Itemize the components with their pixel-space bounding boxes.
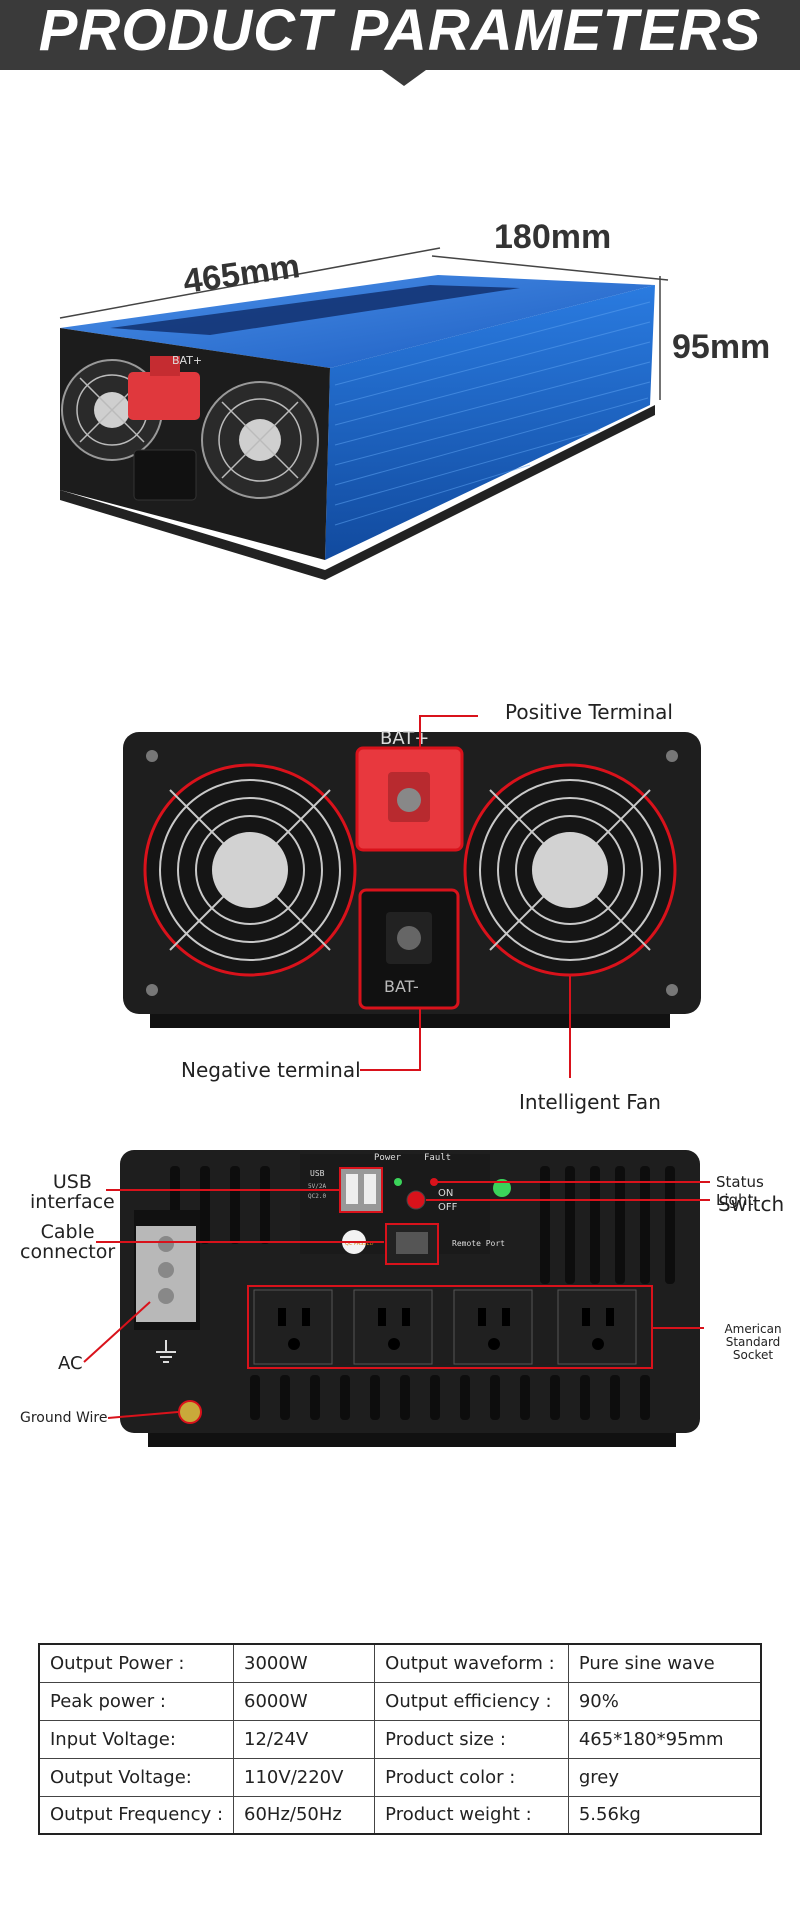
rear-panel-section: Power Fault USB 5V/2A QC2.0 ON OFF QC PA… xyxy=(0,1140,800,1470)
qc-badge-label: QC PASSED xyxy=(345,1241,374,1247)
spec-value: 110V/220V xyxy=(233,1757,376,1797)
spec-value: 465*180*95mm xyxy=(567,1719,762,1759)
front-panel-section: BAT+ BAT- Positive Terminal Negative ter… xyxy=(0,680,800,1130)
cable-connector-callout: Cable connector xyxy=(20,1221,116,1263)
status-light-callout: Status Light xyxy=(716,1173,764,1209)
positive-terminal-callout: Positive Terminal xyxy=(505,700,673,724)
spec-label: Output waveform : xyxy=(374,1643,569,1683)
switch-callout: Switch xyxy=(718,1192,785,1216)
height-dimension-label: 95mm xyxy=(672,328,771,366)
ac-callout: AC xyxy=(58,1353,83,1374)
header-banner: PRODUCT PARAMETERS xyxy=(0,0,800,70)
panel-qc-label: QC2.0 xyxy=(308,1193,326,1200)
bat-minus-label: BAT- xyxy=(384,977,419,996)
spec-value: 90% xyxy=(567,1681,762,1721)
ground-wire-callout: Ground Wire xyxy=(20,1410,108,1426)
panel-remote-label: Remote Port xyxy=(452,1239,505,1248)
panel-fault-label: Fault xyxy=(424,1153,451,1163)
bat-plus-label-3d: BAT+ xyxy=(172,354,202,367)
spec-label: Output efficiency : xyxy=(374,1681,569,1721)
bat-plus-label: BAT+ xyxy=(380,728,429,749)
table-row: Output Power : 3000W Output waveform : P… xyxy=(38,1643,762,1683)
page-title: PRODUCT PARAMETERS xyxy=(38,0,762,63)
spec-value: 12/24V xyxy=(233,1719,376,1759)
header-notch xyxy=(382,70,426,86)
spec-value: 3000W xyxy=(233,1643,376,1683)
panel-usb-label: USB xyxy=(310,1169,325,1178)
spec-label: Product color : xyxy=(374,1757,569,1797)
spec-label: Input Voltage: xyxy=(38,1719,235,1759)
spec-value: Pure sine wave xyxy=(567,1643,762,1683)
spec-label: Product weight : xyxy=(374,1795,569,1835)
american-socket-callout: American Standard Socket xyxy=(724,1322,782,1362)
spec-label: Output Frequency : xyxy=(38,1795,235,1835)
table-row: Input Voltage: 12/24V Product size : 465… xyxy=(38,1719,762,1759)
rear-panel-illustration: Power Fault USB 5V/2A QC2.0 ON OFF QC PA… xyxy=(83,1150,710,1447)
panel-off-label: OFF xyxy=(438,1202,458,1213)
inverter-3d-illustration: BAT+ xyxy=(59,247,669,580)
intelligent-fan-callout: Intelligent Fan xyxy=(519,1090,661,1114)
table-row: Peak power : 6000W Output efficiency : 9… xyxy=(38,1681,762,1721)
spec-label: Output Power : xyxy=(38,1643,235,1683)
spec-value: grey xyxy=(567,1757,762,1797)
spec-value: 5.56kg xyxy=(567,1795,762,1835)
spec-label: Peak power : xyxy=(38,1681,235,1721)
table-row: Output Voltage: 110V/220V Product color … xyxy=(38,1757,762,1797)
usb-interface-callout: USB interface xyxy=(30,1171,115,1213)
spec-label: Product size : xyxy=(374,1719,569,1759)
spec-table: Output Power : 3000W Output waveform : P… xyxy=(38,1643,762,1835)
negative-terminal-callout: Negative terminal xyxy=(181,1058,361,1082)
panel-power-label: Power xyxy=(374,1153,402,1163)
panel-on-label: ON xyxy=(438,1188,453,1199)
panel-usb-spec-label: 5V/2A xyxy=(308,1183,326,1190)
front-panel-illustration: BAT+ BAT- xyxy=(123,715,701,1078)
product-dimensions-section: BAT+ 465mm 180mm 95mm xyxy=(0,70,800,630)
table-row: Output Frequency : 60Hz/50Hz Product wei… xyxy=(38,1795,762,1835)
width-dimension-label: 180mm xyxy=(494,218,612,256)
spec-label: Output Voltage: xyxy=(38,1757,235,1797)
spec-value: 6000W xyxy=(233,1681,376,1721)
spec-value: 60Hz/50Hz xyxy=(233,1795,376,1835)
